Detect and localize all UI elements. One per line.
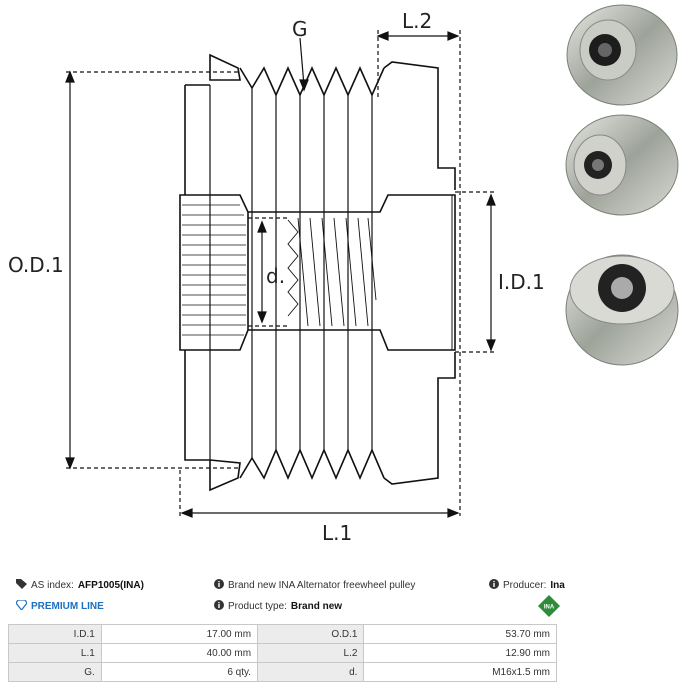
spec-value: M16x1.5 mm [363,662,557,682]
label-inner-thread: d. [266,264,285,288]
spline-hub [179,194,249,351]
tag-icon [16,579,27,592]
as-index-value: AFP1005(INA) [77,580,144,591]
technical-drawing: G L.2 O.D.1 d. I.D.1 L.1 [8,9,545,545]
upper-grooves [239,66,385,97]
label-width2: L.2 [402,9,432,33]
pulley-back-icon [565,254,679,366]
info-icon [214,579,224,592]
svg-text:INA: INA [544,605,555,611]
product-type-row: Product type: Brand new [214,600,342,613]
spec-value: 6 qty. [100,662,259,682]
label-width1: L.1 [322,521,352,545]
spec-value: 40.00 mm [100,643,259,663]
info-icon [214,600,224,613]
spec-table: I.D.1 17.00 mm O.D.1 53.70 mm L.1 40.00 … [8,624,557,682]
pulley-side-icon [566,4,678,106]
thread-hatch [287,217,377,327]
lower-grooves [239,447,385,481]
label-outer-diameter: O.D.1 [8,253,64,277]
spec-label: I.D.1 [8,624,102,644]
producer-value: Ina [550,580,565,591]
pulley-outline [184,53,241,492]
table-row: G. 6 qty. d. M16x1.5 mm [8,662,557,682]
diamond-icon [15,599,28,613]
description-text: Brand new INA Alternator freewheel pulle… [228,580,416,591]
spec-label: G. [8,662,102,682]
as-index-label: AS index: [31,580,74,591]
table-row: I.D.1 17.00 mm O.D.1 53.70 mm [8,624,557,644]
table-row: L.1 40.00 mm L.2 12.90 mm [8,643,557,663]
info-icon [489,579,499,592]
spec-label: O.D.1 [257,624,365,644]
spec-label: d. [257,662,365,682]
spec-value: 12.90 mm [363,643,557,663]
premium-row: PREMIUM LINE [15,599,104,613]
pulley-front-icon [565,114,679,216]
premium-line-label: PREMIUM LINE [31,601,104,612]
ina-logo: INA [538,595,560,617]
spec-value: 53.70 mm [363,624,557,644]
label-inner-diameter: I.D.1 [498,270,545,294]
producer-label: Producer: [503,580,547,591]
producer-row: Producer: Ina [489,579,565,592]
label-groove: G [292,17,308,41]
product-type-label: Product type: [228,601,287,612]
description-row: Brand new INA Alternator freewheel pulle… [214,579,415,592]
spec-value: 17.00 mm [100,624,259,644]
as-index-row: AS index: AFP1005(INA) [16,579,144,592]
product-type-value: Brand new [290,601,343,612]
spec-label: L.1 [8,643,102,663]
bore [248,194,456,351]
product-photos [565,4,679,366]
spec-label: L.2 [257,643,365,663]
